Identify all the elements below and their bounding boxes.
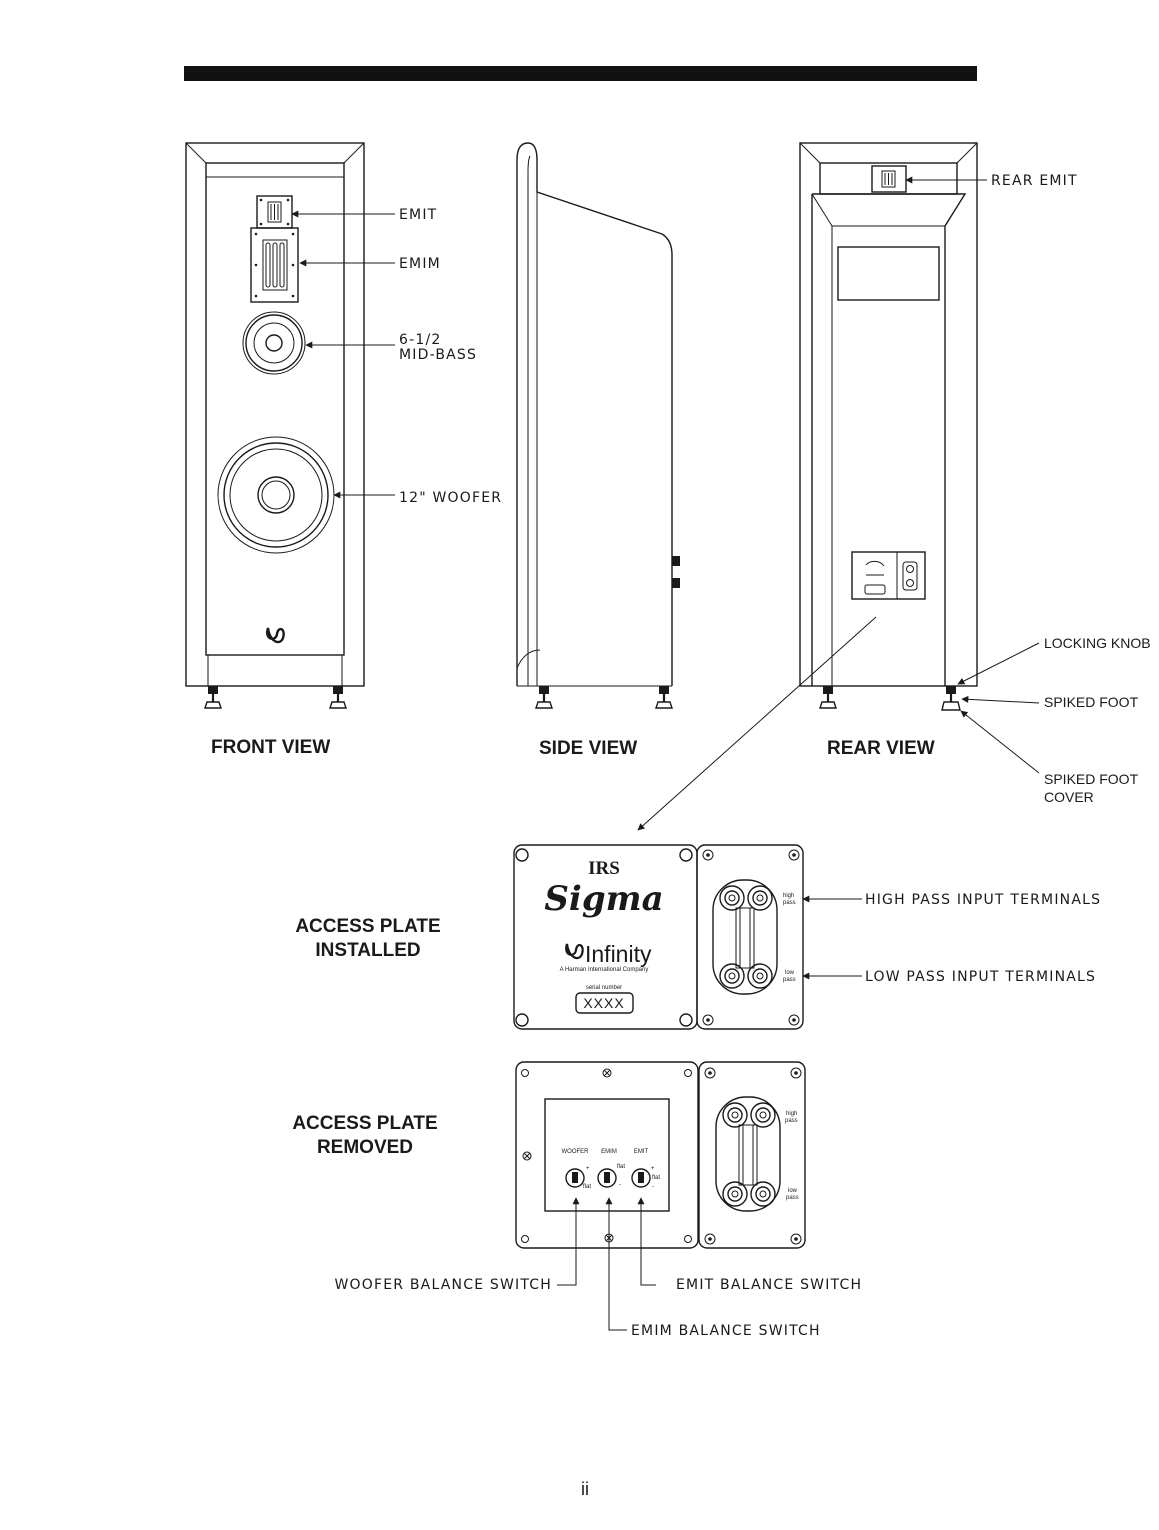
woofer-plus-mark: + — [586, 1166, 590, 1172]
front-view-drawing — [185, 142, 365, 709]
front-view-title: FRONT VIEW — [211, 737, 330, 758]
high-pass-tag-1: high — [783, 893, 794, 899]
emit-balance-switch-label: EMIT BALANCE SWITCH — [676, 1277, 862, 1293]
emim-driver — [250, 227, 299, 303]
installed-title-2: INSTALLED — [315, 940, 420, 961]
mid-bass-label: MID-BASS — [399, 347, 477, 363]
rear-view-drawing — [799, 142, 978, 711]
access-plate-removed: WOOFER EMIM EMIT + flat flat - + flat - — [515, 1061, 806, 1249]
high-pass-callout: HIGH PASS INPUT TERMINALS — [865, 892, 1101, 908]
locking-knob-label: LOCKING KNOB — [1044, 635, 1151, 651]
rear-view-title: REAR VIEW — [827, 738, 935, 759]
emit-plus-mark: + — [651, 1166, 655, 1172]
low-pass-callout: LOW PASS INPUT TERMINALS — [865, 969, 1096, 985]
side-view-drawing — [516, 142, 680, 709]
emim-minus-mark: - — [619, 1182, 621, 1188]
spiked-foot-cover-label: SPIKED FOOT — [1044, 771, 1139, 787]
woofer-balance-switch[interactable] — [565, 1168, 585, 1188]
woofer-flat-mark: flat — [583, 1184, 591, 1190]
spiked-foot-cover-label-2: COVER — [1044, 789, 1094, 805]
rear-emit-driver — [871, 165, 907, 193]
emit-balance-switch[interactable] — [631, 1168, 651, 1188]
mid-bass-driver — [242, 311, 306, 375]
switch-label-woofer: WOOFER — [562, 1149, 590, 1155]
emim-label: EMIM — [399, 256, 441, 272]
switch-callouts — [557, 1197, 656, 1331]
side-view-title: SIDE VIEW — [539, 738, 637, 759]
removed-low-pass-tag-2: pass — [786, 1195, 799, 1201]
rear-emit-label: REAR EMIT — [991, 173, 1078, 189]
installed-title-1: ACCESS PLATE — [295, 916, 440, 937]
emit-label: EMIT — [399, 207, 437, 223]
low-pass-tag-1: low — [785, 970, 795, 976]
removed-title-2: REMOVED — [317, 1137, 413, 1158]
spiked-foot-label: SPIKED FOOT — [1044, 694, 1139, 710]
access-plate-installed: IRS Sigma Infinity A Harman Internationa… — [513, 844, 804, 1030]
emim-flat-mark: flat — [617, 1164, 625, 1170]
emim-balance-switch-label: EMIM BALANCE SWITCH — [631, 1323, 821, 1339]
infinity-logo-icon — [565, 943, 584, 960]
plate-serial-label: serial number — [586, 985, 622, 991]
rear-access-plate-miniature — [851, 551, 926, 600]
plate-brand: IRS — [588, 858, 620, 879]
input-terminals-removed — [715, 1096, 781, 1212]
low-pass-tag-2: pass — [783, 977, 796, 983]
rear-callouts: REAR EMIT LOCKING KNOB SPIKED FOOT SPIKE… — [637, 173, 1151, 831]
header-rule — [184, 66, 977, 81]
plate-serial-value: XXXX — [583, 995, 624, 1011]
emim-balance-switch[interactable] — [597, 1168, 617, 1188]
input-terminals — [712, 879, 778, 995]
switch-label-emim: EMIM — [601, 1149, 617, 1155]
mid-bass-size-label: 6-1/2 — [399, 332, 442, 348]
switch-label-emit: EMIT — [634, 1149, 649, 1155]
page-number: ii — [581, 1479, 589, 1499]
woofer-driver — [217, 436, 335, 554]
woofer-balance-switch-label: WOOFER BALANCE SWITCH — [335, 1277, 552, 1293]
removed-high-pass-tag-1: high — [786, 1111, 797, 1117]
plate-maker-tagline: A Harman International Company — [560, 967, 649, 973]
emit-minus-mark: - — [652, 1184, 654, 1190]
front-callouts: EMIT EMIM 6-1/2 MID-BASS 12" WOOFER — [291, 207, 502, 506]
plate-maker: Infinity — [585, 941, 652, 967]
emit-driver — [256, 195, 293, 229]
front-feet — [204, 686, 347, 709]
woofer-label: 12" WOOFER — [399, 490, 502, 506]
infinity-logo-icon — [266, 627, 285, 644]
removed-low-pass-tag-1: low — [788, 1188, 798, 1194]
plate-model: Sigma — [544, 879, 663, 919]
removed-high-pass-tag-2: pass — [785, 1118, 798, 1124]
emit-flat-mark: flat — [652, 1175, 660, 1181]
removed-title-1: ACCESS PLATE — [292, 1113, 437, 1134]
high-pass-tag-2: pass — [783, 900, 796, 906]
